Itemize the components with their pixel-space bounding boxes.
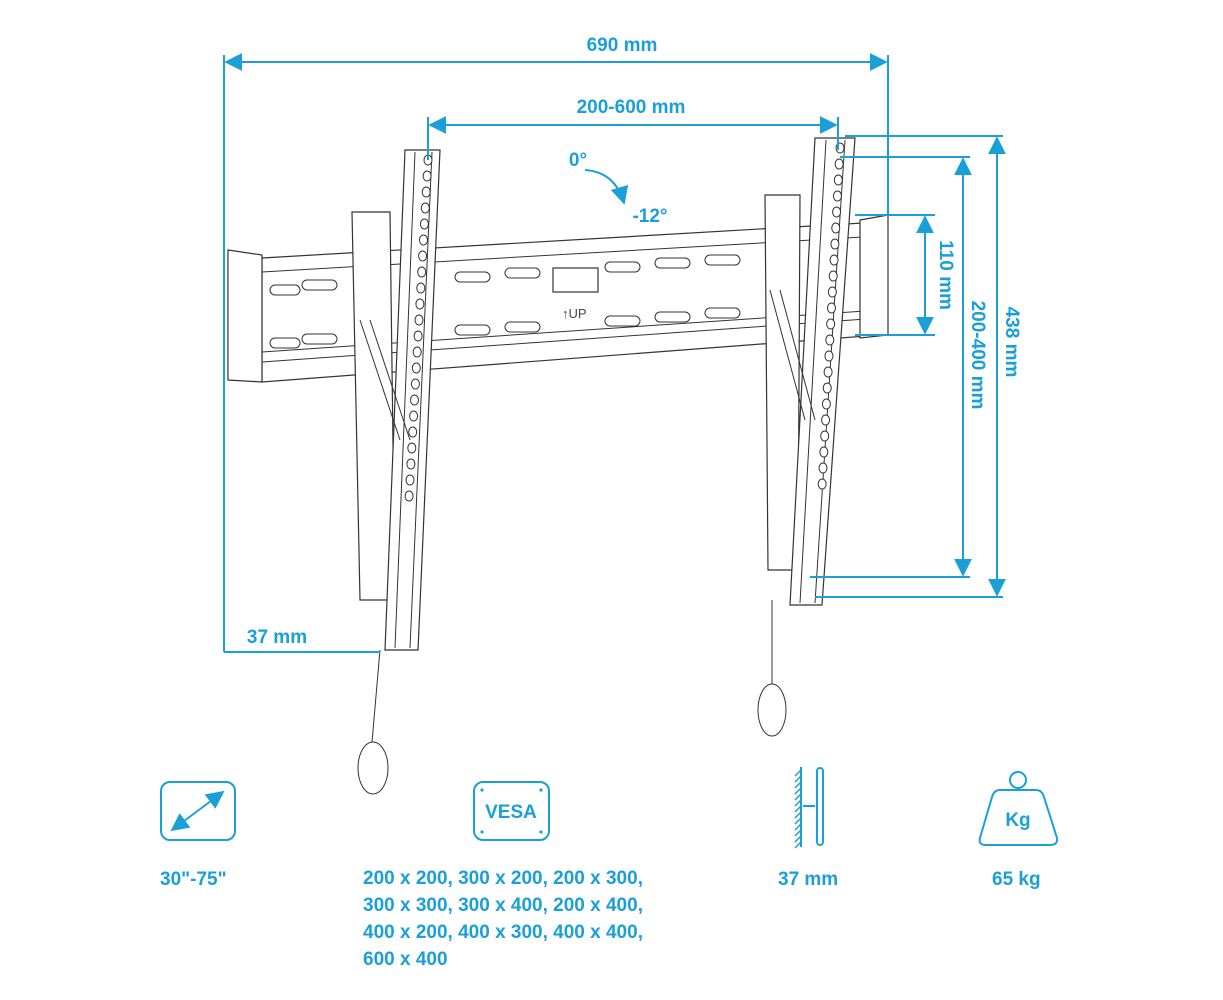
weight-icon: Kg — [978, 771, 1059, 846]
wall-distance-label: 37 mm — [247, 627, 307, 648]
rail-level-window — [552, 267, 599, 293]
wall-hatch — [794, 823, 802, 831]
wall-hatch — [794, 769, 802, 777]
bracket-hole — [407, 442, 417, 454]
bracket-hole — [829, 254, 839, 266]
bracket-hole — [410, 378, 420, 390]
bracket-hole — [821, 398, 831, 410]
wall-hatch — [794, 835, 802, 843]
wall-hatch — [794, 799, 802, 807]
tilt-end-label: -12° — [632, 206, 667, 227]
bracket-hole — [828, 270, 838, 282]
bracket-hole — [832, 206, 842, 218]
bracket-hole — [827, 286, 837, 298]
bracket-hole — [833, 174, 843, 186]
tilt-start-label: 0° — [569, 150, 587, 171]
total-width-label: 690 mm — [587, 35, 658, 56]
rail-up-label: ↑UP — [562, 306, 587, 321]
wall-hatch — [794, 787, 802, 795]
bracket-hole — [419, 234, 428, 246]
wall-hatch — [794, 793, 802, 801]
wall-hatch — [794, 781, 802, 789]
dimension-lines — [223, 53, 1006, 653]
profile-value: 37 mm — [778, 869, 838, 890]
bracket-hole — [419, 218, 429, 230]
vesa-vertical-label: 200-400 mm — [967, 301, 988, 410]
bracket-hole — [412, 346, 422, 358]
wall-mount-drawing: ↑UP — [227, 137, 889, 795]
vesa-icon: VESA — [473, 781, 550, 841]
wall-hatch — [794, 805, 802, 813]
wall-hatch — [794, 829, 802, 837]
bracket-hole — [830, 238, 840, 250]
vesa-horizontal-label: 200-600 mm — [577, 97, 686, 118]
bracket-hole — [413, 330, 423, 342]
wall-hatch — [794, 775, 802, 783]
wall-hatch — [794, 811, 802, 819]
diagonal-arrow-icon — [160, 781, 236, 841]
bracket-hole — [832, 190, 842, 202]
bracket-hole — [416, 282, 426, 294]
bracket-hole — [410, 394, 419, 406]
svg-text:VESA: VESA — [485, 802, 537, 823]
bracket-hole — [821, 414, 831, 426]
bracket-hole — [421, 186, 431, 198]
tilt-arrow — [584, 169, 629, 205]
bracket-hole — [823, 366, 833, 378]
vesa-line: 600 x 400 — [363, 949, 448, 970]
wall-hatch — [794, 817, 802, 825]
bracket-hole — [409, 410, 419, 422]
bracket-hole — [826, 318, 836, 330]
rail-height-label: 110 mm — [935, 240, 956, 310]
bracket-hole — [824, 350, 834, 362]
bracket-hole — [414, 314, 424, 326]
bracket-hole — [831, 222, 841, 234]
bracket-hole — [819, 446, 829, 458]
total-height-label: 438 mm — [1001, 307, 1022, 378]
bracket-hole — [415, 298, 425, 310]
bracket-hole — [834, 158, 844, 170]
vesa-line: 400 x 200, 400 x 300, 400 x 400, — [363, 922, 643, 943]
bracket-hole — [817, 478, 827, 490]
wall-distance-icon — [794, 767, 824, 849]
left-release-cord — [371, 649, 381, 743]
bracket-hole — [406, 458, 416, 470]
svg-text:Kg: Kg — [1005, 810, 1030, 831]
wall-hatch — [794, 841, 802, 849]
bracket-hole — [404, 490, 414, 502]
vesa-line: 300 x 300, 300 x 400, 200 x 400, — [363, 895, 643, 916]
bracket-hole — [405, 474, 415, 486]
rail-end-cap-right — [859, 214, 889, 339]
bracket-hole — [411, 362, 421, 374]
bracket-hole — [417, 266, 427, 278]
rail-end-cap-left — [227, 249, 263, 383]
bracket-hole — [420, 202, 430, 214]
weight-value: 65 kg — [992, 869, 1041, 890]
bracket-hole — [820, 430, 830, 442]
bracket-hole — [408, 426, 418, 438]
bracket-hole — [818, 462, 828, 474]
screen-size-value: 30"-75" — [160, 869, 227, 890]
bracket-hole — [825, 334, 835, 346]
bracket-hole — [422, 170, 432, 182]
bracket-hole — [822, 382, 832, 394]
left-pull-ring — [357, 741, 389, 795]
bracket-hole — [418, 250, 428, 262]
vesa-line: 200 x 200, 300 x 200, 200 x 300, — [363, 868, 643, 889]
bracket-hole — [827, 302, 836, 314]
right-pull-ring — [757, 683, 787, 737]
